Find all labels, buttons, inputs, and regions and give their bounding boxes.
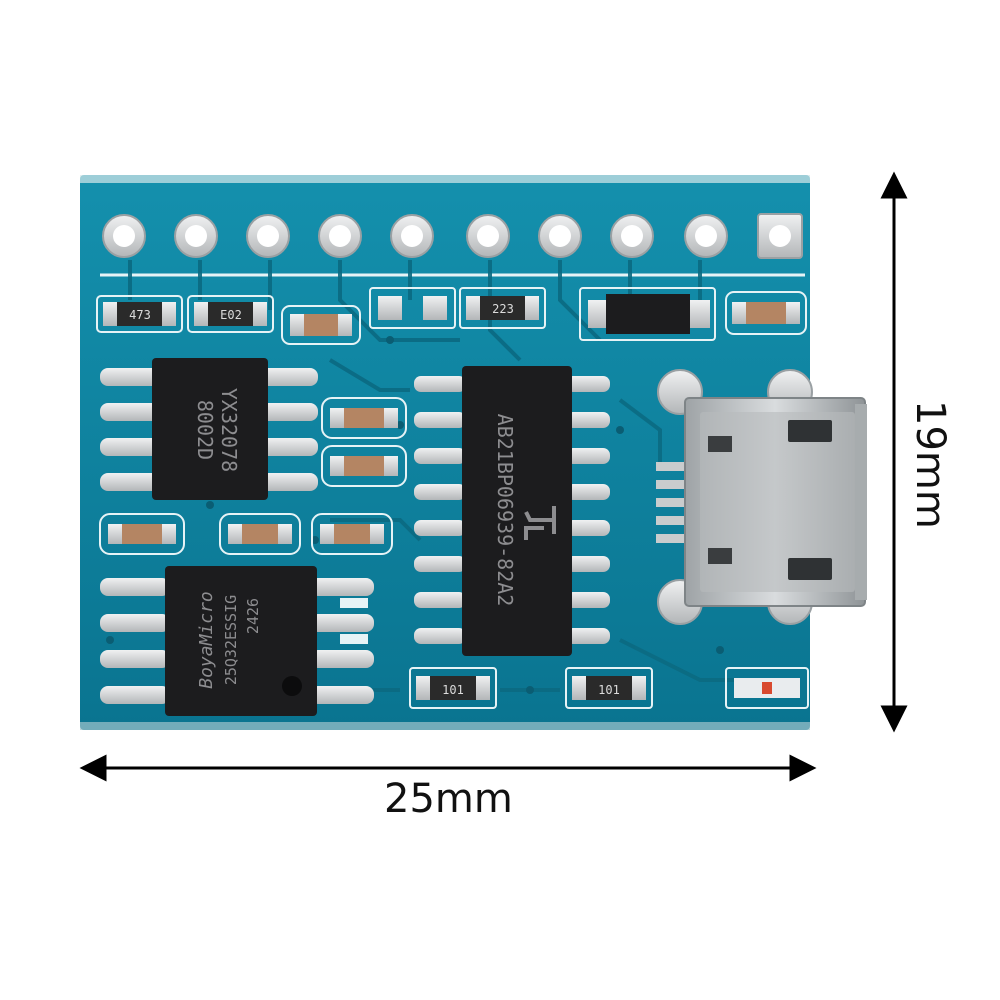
resistor-label-223: 223	[492, 302, 514, 316]
resistor-label-101-a: 101	[442, 683, 464, 697]
resistor-label-473: 473	[129, 308, 151, 322]
flash-chip-date: 2426	[244, 598, 262, 634]
height-dimension-text: 19mm	[907, 400, 953, 529]
middle-capacitors	[99, 397, 407, 555]
flash-chip: BoyaMicro 25Q32ESSIG 2426	[100, 566, 374, 716]
amplifier-chip: 8002D YX32078	[100, 358, 318, 500]
top-smd-components: 473 E02 223	[96, 287, 807, 345]
height-dimension-label: 19mm	[860, 400, 1000, 529]
amp-chip-label-line2: YX32078	[217, 388, 241, 472]
flash-chip-brand: BoyaMicro	[196, 591, 217, 689]
header-pins	[102, 213, 803, 259]
jl-logo	[524, 506, 556, 540]
flash-chip-part: 25Q32ESSIG	[222, 595, 240, 685]
main-chip: AB21BP06939-82A2	[414, 366, 610, 656]
resistor-label-101-b: 101	[598, 683, 620, 697]
width-dimension-label: 25mm	[384, 776, 513, 822]
usb-connector	[656, 369, 867, 625]
main-chip-label: AB21BP06939-82A2	[493, 414, 517, 607]
resistor-label-e02: E02	[220, 308, 242, 322]
amp-chip-label-line1: 8002D	[193, 400, 217, 460]
bottom-components: 101 101	[409, 667, 809, 709]
